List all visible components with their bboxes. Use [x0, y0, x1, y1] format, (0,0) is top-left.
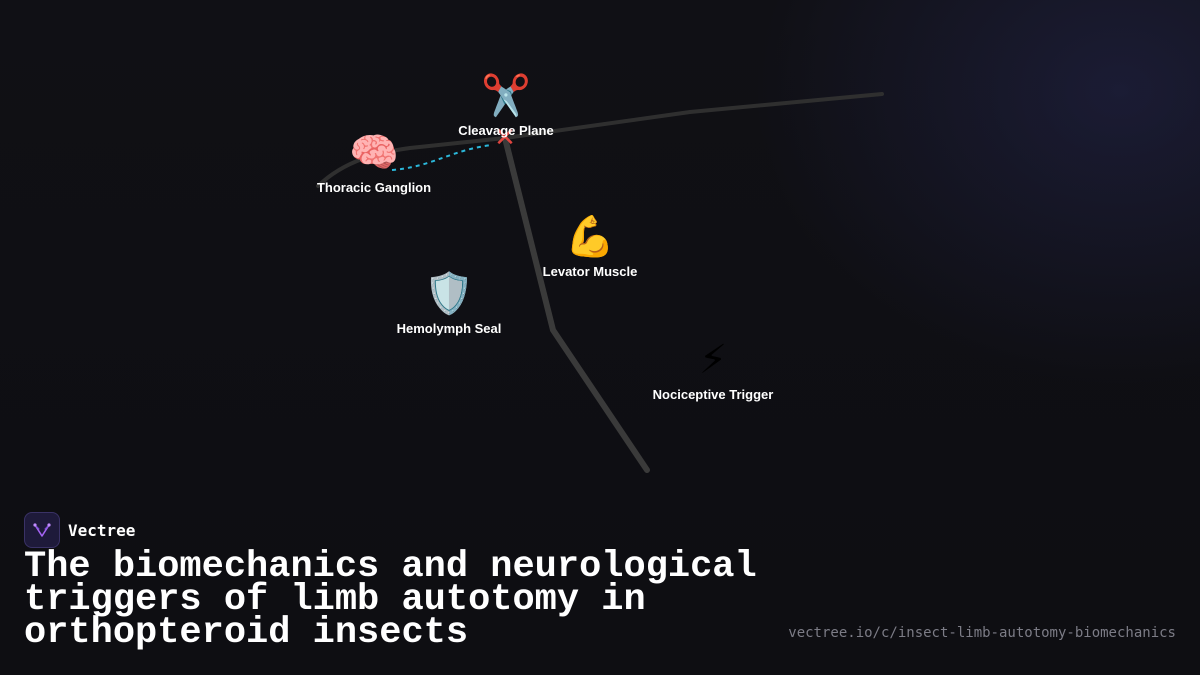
node-cleavage-plane[interactable]: ✂️ Cleavage Plane [458, 73, 553, 138]
scissors-icon: ✂️ [481, 73, 531, 119]
limb-upper-segment [316, 92, 884, 188]
brand[interactable]: Vectree [24, 512, 135, 548]
vectree-logo-icon [24, 512, 60, 548]
cut-marker-icon: ✕ [494, 123, 516, 153]
node-label: Levator Muscle [542, 264, 638, 279]
flexed-biceps-icon: 💪 [565, 214, 615, 260]
brand-name: Vectree [68, 520, 136, 540]
node-label: Cleavage Plane [458, 123, 554, 138]
page-title: The biomechanics and neurological trigge… [24, 546, 757, 654]
node-levator-muscle[interactable]: 💪 Levator Muscle [543, 214, 638, 279]
node-thoracic-ganglion[interactable]: 🧠 Thoracic Ganglion [317, 130, 431, 195]
node-label: Thoracic Ganglion [316, 180, 432, 195]
node-label: Nociceptive Trigger [652, 387, 774, 402]
shield-icon: 🛡️ [424, 271, 474, 317]
node-nociceptive-trigger[interactable]: ⚡ Nociceptive Trigger [653, 337, 774, 402]
lightning-icon: ⚡ [698, 337, 728, 383]
page-url[interactable]: vectree.io/c/insect-limb-autotomy-biomec… [788, 625, 1176, 641]
brain-icon: 🧠 [349, 130, 399, 176]
limb-lower-segment [502, 135, 650, 473]
node-label: Hemolymph Seal [396, 321, 502, 336]
node-hemolymph-seal[interactable]: 🛡️ Hemolymph Seal [397, 271, 502, 336]
